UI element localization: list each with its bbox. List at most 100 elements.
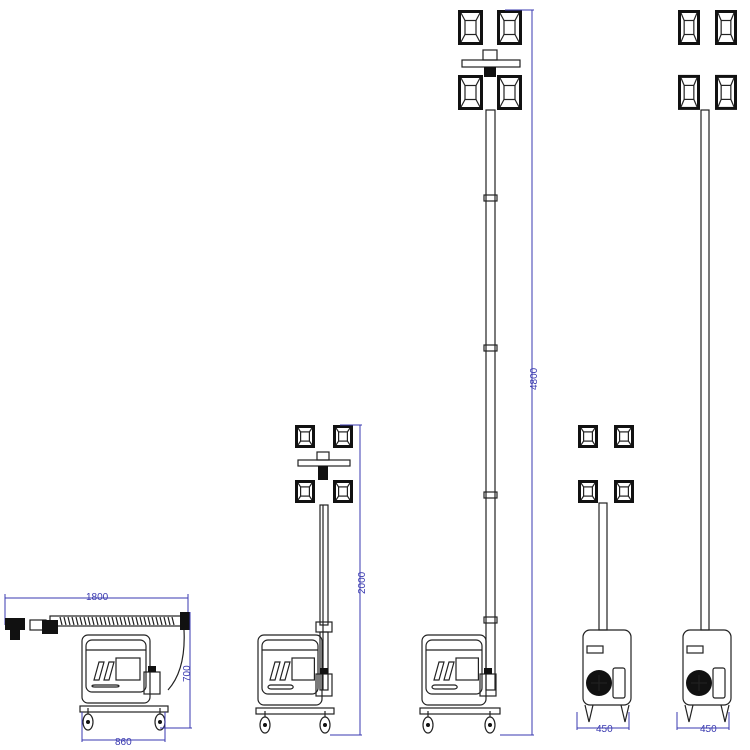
boom-hatch — [167, 616, 171, 626]
floodlight-lamp — [614, 480, 634, 503]
head-bracket — [318, 466, 328, 480]
lamp-edge — [499, 34, 505, 43]
floodlight-lamp — [614, 425, 634, 448]
control-panel — [455, 657, 479, 681]
boom-hatch — [79, 616, 83, 626]
lamp-reflector — [464, 19, 477, 36]
dim-label-1800: 1800 — [86, 592, 109, 603]
lower-panel — [91, 684, 120, 688]
lamp-edge — [514, 12, 520, 21]
lamp-edge — [514, 99, 520, 108]
lamp-edge — [680, 77, 685, 86]
boom-hatch — [159, 616, 163, 626]
label-plate — [686, 645, 704, 654]
boom-hatch — [139, 616, 143, 626]
lamp-edge — [717, 12, 722, 21]
mast-section — [319, 504, 329, 626]
lamp-edge — [616, 427, 621, 433]
battery-cap — [320, 668, 328, 674]
floodlight-lamp — [678, 74, 700, 110]
boom-hatch — [147, 616, 151, 626]
boom-hatch — [99, 616, 103, 626]
lamp-edge — [591, 482, 596, 488]
lamp-edge — [335, 440, 340, 446]
boom-hatch — [151, 616, 155, 626]
boom-hatch — [135, 616, 139, 626]
lamp-edge — [680, 12, 685, 21]
lamp-reflector — [338, 431, 349, 442]
base-platform — [255, 707, 335, 715]
support-legs — [684, 704, 730, 723]
mast-lower — [319, 631, 329, 691]
lamp-edge — [591, 427, 596, 433]
floodlight-lamp — [578, 425, 598, 448]
floodlight-lamp — [458, 75, 483, 110]
lamp-reflector — [582, 486, 593, 497]
lamp-edge — [297, 482, 302, 488]
mast-cap — [482, 49, 498, 61]
lamp-edge — [580, 495, 585, 501]
lamp-edge — [693, 12, 698, 21]
generator-front — [582, 629, 632, 706]
mast-joint — [483, 194, 498, 202]
dim-label-4800: 4800 — [529, 367, 540, 390]
boom-hatch — [67, 616, 71, 626]
lamp-edge — [616, 440, 621, 446]
lamp-edge — [475, 99, 481, 108]
generator-body — [85, 639, 147, 693]
lamp-edge — [580, 440, 585, 446]
floodlight-lamp — [678, 10, 700, 45]
lamp-edge — [591, 440, 596, 446]
mast-head — [180, 612, 190, 630]
lamp-edge — [460, 77, 466, 86]
lamp-edge — [335, 482, 340, 488]
wheel-hub — [323, 723, 327, 727]
lamp-edge — [499, 12, 505, 21]
lamp-edge — [580, 427, 585, 433]
lamp-edge — [730, 77, 735, 86]
boom-hatch — [103, 616, 107, 626]
vent-slot — [279, 661, 291, 681]
folded-lamp — [42, 620, 58, 634]
lamp-edge — [460, 34, 466, 43]
lamp-edge — [335, 427, 340, 433]
dim-label-450-b: 450 — [700, 724, 717, 735]
lamp-reflector — [503, 84, 516, 101]
lamp-edge — [499, 77, 505, 86]
control-panel — [291, 657, 315, 681]
boom-hatch — [83, 616, 87, 626]
lamp-reflector — [683, 19, 695, 36]
generator-body — [261, 639, 319, 695]
generator-body — [425, 639, 483, 695]
lamp-edge — [475, 34, 481, 43]
wheel-hub — [158, 720, 162, 724]
lamp-edge — [308, 482, 313, 488]
support-legs — [584, 704, 630, 723]
mast-joint — [483, 344, 498, 352]
lamp-edge — [308, 495, 313, 501]
lamp-edge — [297, 495, 302, 501]
lamp-edge — [730, 99, 735, 108]
cable — [167, 629, 185, 691]
floodlight-lamp — [578, 480, 598, 503]
lamp-edge — [297, 440, 302, 446]
lamp-edge — [730, 12, 735, 21]
lamp-edge — [627, 440, 632, 446]
mast-cap — [316, 451, 330, 461]
boom-hatch — [107, 616, 111, 626]
mast — [598, 502, 608, 631]
boom-hatch — [95, 616, 99, 626]
lamp-edge — [627, 427, 632, 433]
lamp-edge — [616, 482, 621, 488]
lamp-edge — [335, 495, 340, 501]
floodlight-lamp — [458, 10, 483, 45]
boom-hatch — [91, 616, 95, 626]
boom-hatch — [115, 616, 119, 626]
lamp-edge — [717, 34, 722, 43]
boom-hatch — [131, 616, 135, 626]
wheel-hub — [488, 723, 492, 727]
lamp-edge — [475, 12, 481, 21]
lamp-reflector — [300, 431, 311, 442]
vent-slot — [93, 661, 105, 681]
